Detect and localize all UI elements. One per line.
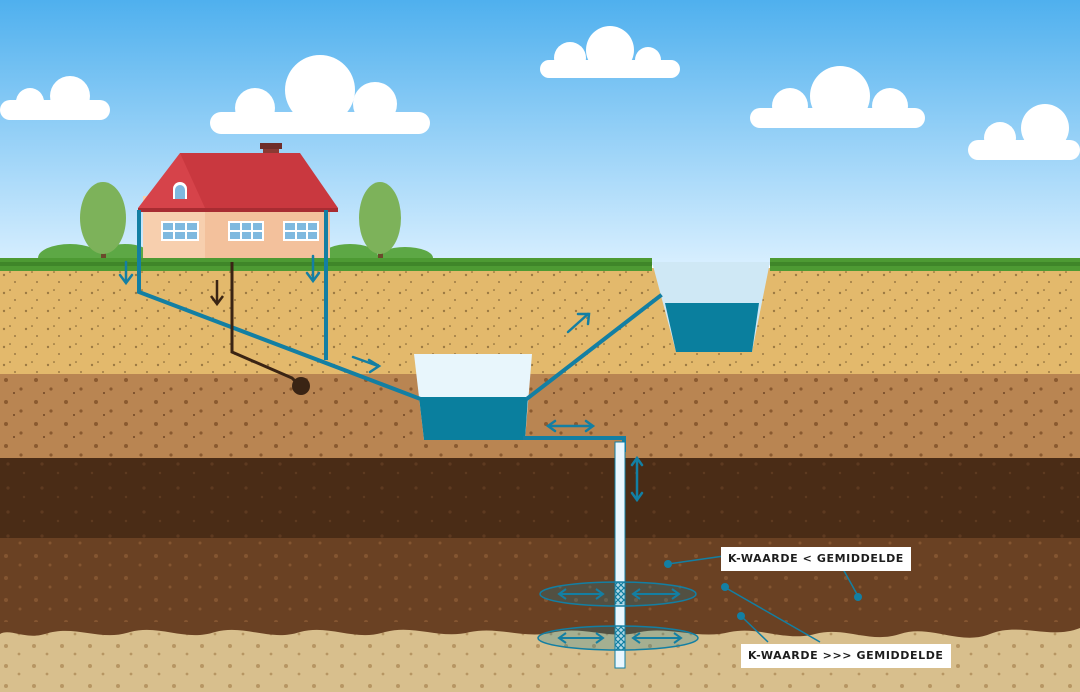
k-value-high-label: K-WAARDE >>> GEMIDDELDE: [741, 644, 951, 668]
k-value-low-label: K-WAARDE < GEMIDDELDE: [721, 547, 911, 571]
ditch-water: [665, 303, 759, 352]
infiltration-basin-water: [419, 397, 528, 440]
outflow-ring-upper: [540, 582, 696, 606]
sewer-manhole: [292, 377, 310, 395]
outflow-ring-lower: [538, 626, 698, 650]
